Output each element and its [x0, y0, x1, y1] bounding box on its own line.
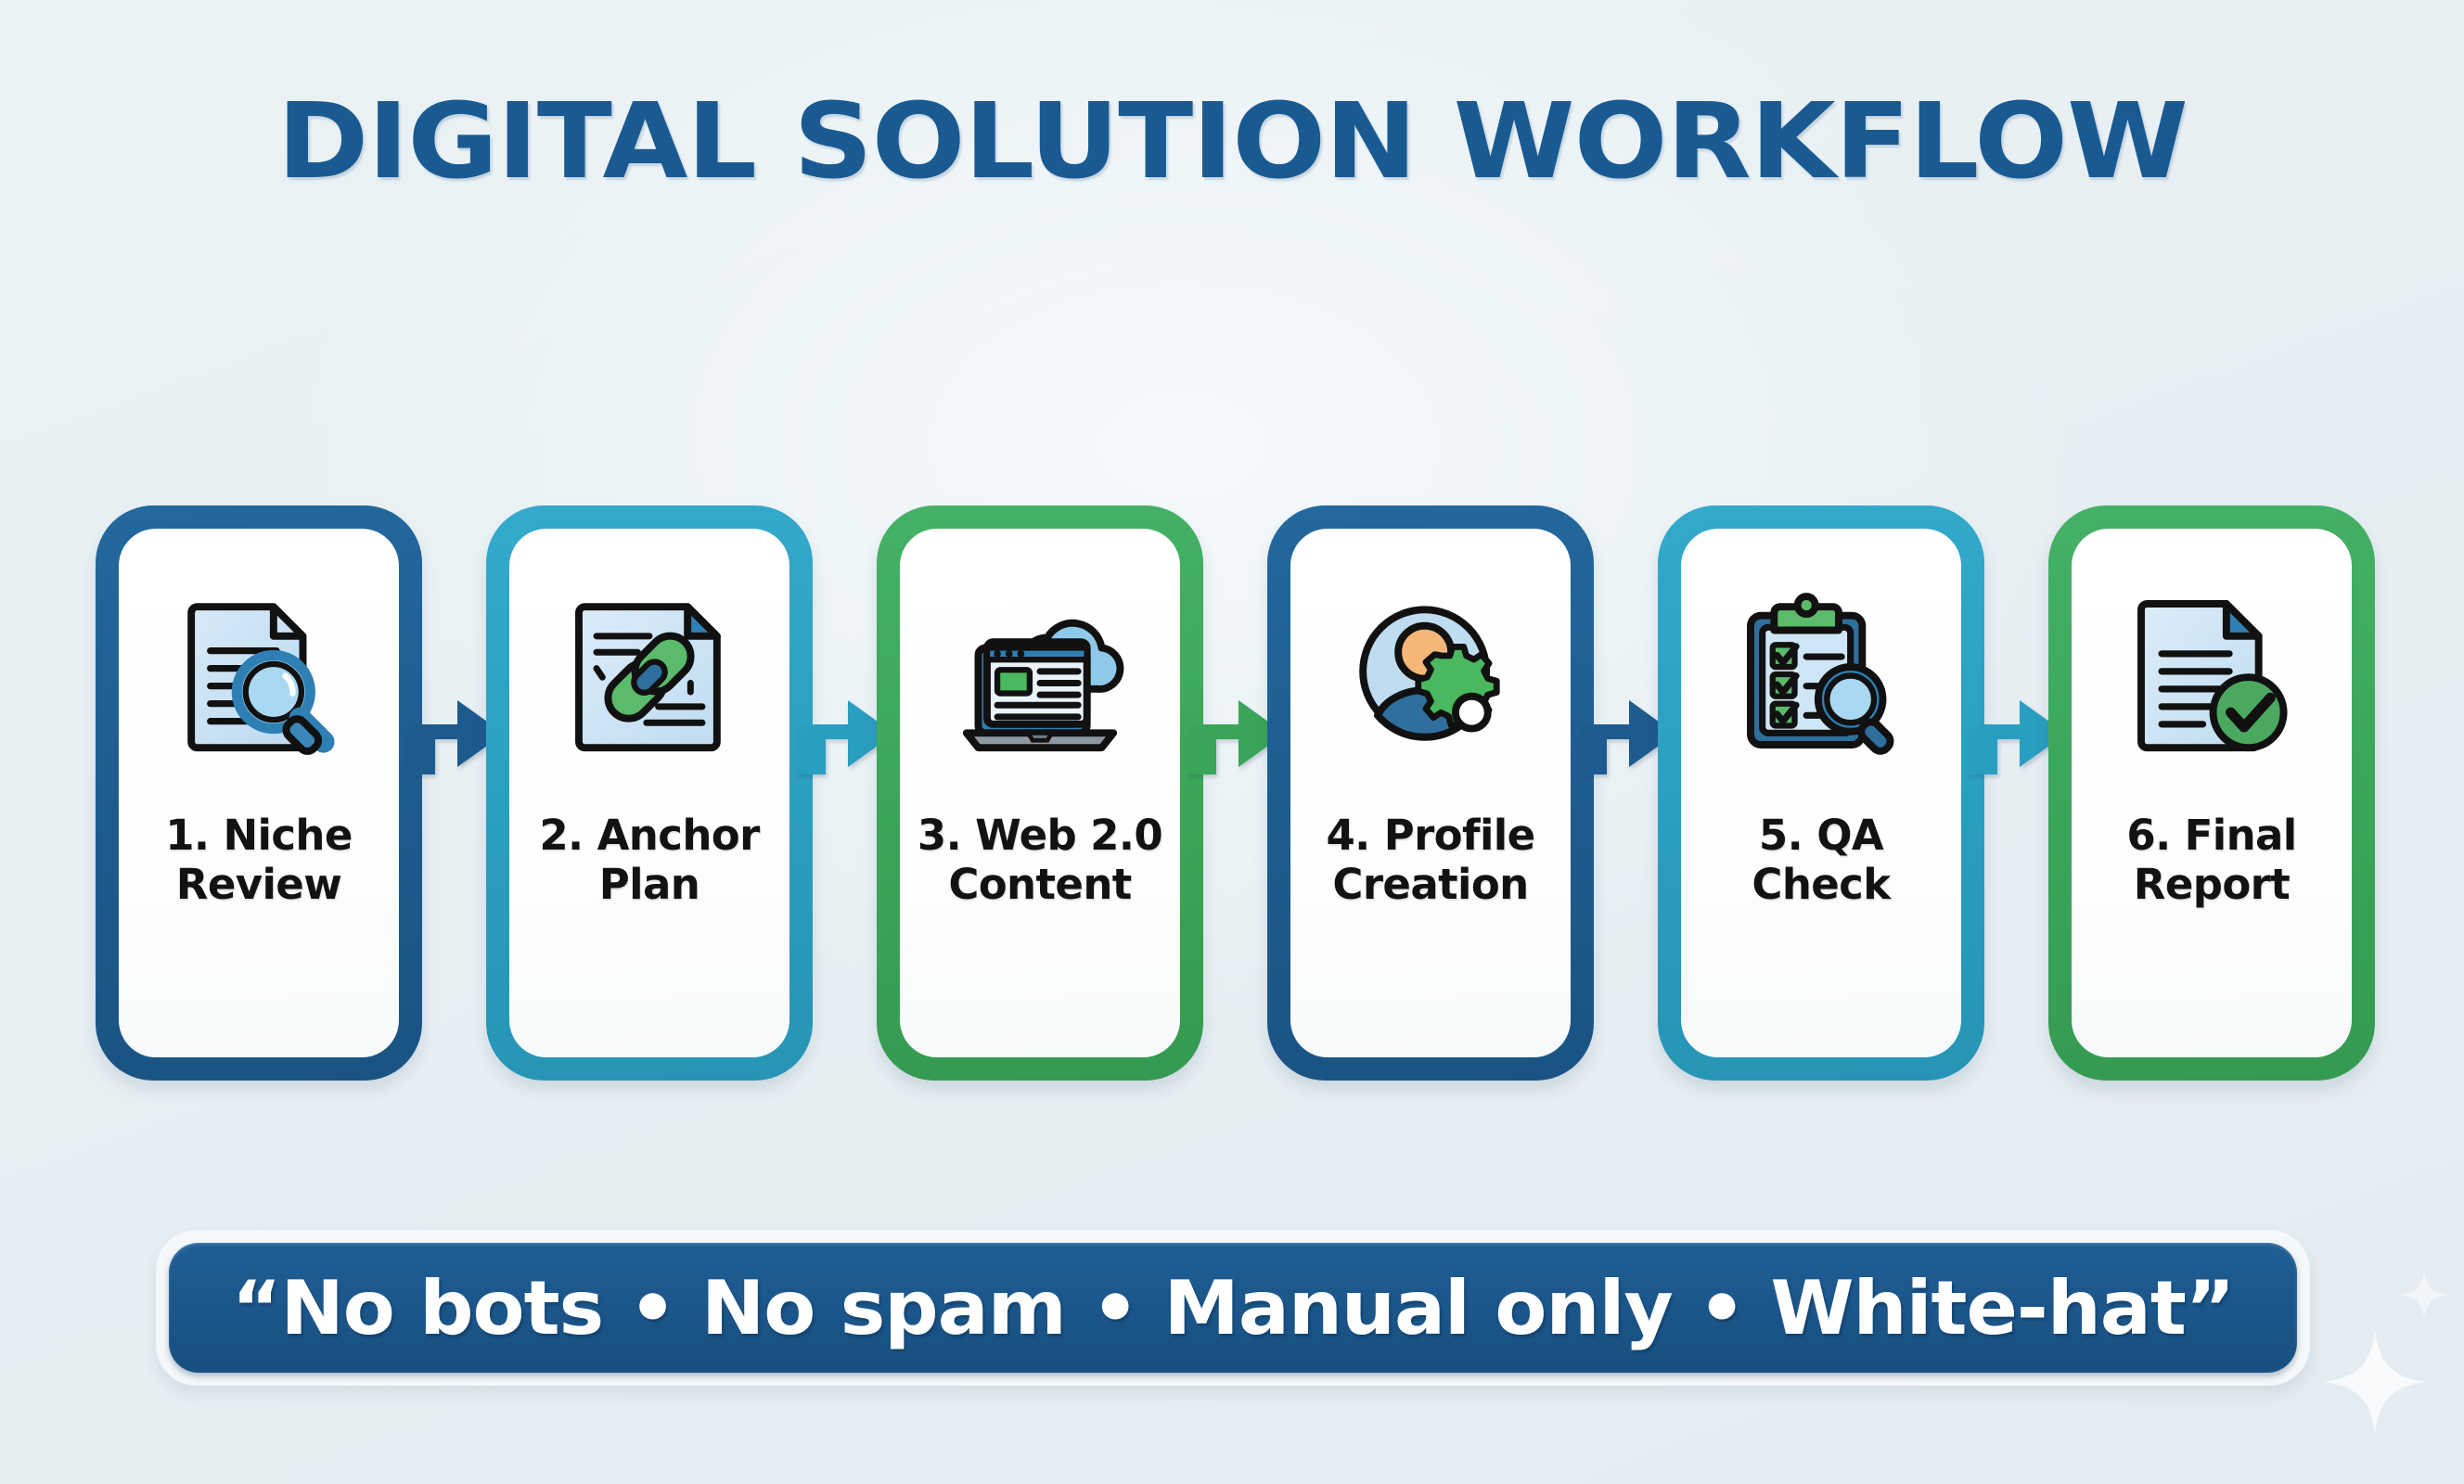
workflow-step-5-card: 5. QA Check — [1681, 529, 1961, 1057]
workflow-step-6-label-line2: Report — [2133, 860, 2291, 910]
workflow-steps-row: 1. Niche Review — [96, 505, 2375, 1081]
workflow-step-6-card: 6. Final Report — [2072, 529, 2352, 1057]
workflow-connector-3 — [1187, 505, 1285, 1081]
clipboard-checklist-magnifier-icon — [1733, 586, 1909, 762]
workflow-step-3-label-line1: 3. Web 2.0 — [917, 811, 1163, 860]
tagline-banner: “No bots • No spam • Manual only • White… — [169, 1243, 2297, 1373]
arrow-right-icon — [790, 678, 900, 789]
workflow-connector-1 — [405, 505, 504, 1081]
workflow-step-4-label-line2: Creation — [1332, 860, 1529, 910]
user-avatar-gear-icon — [1342, 586, 1519, 762]
workflow-step-1-label-line1: 1. Niche — [165, 811, 353, 860]
arrow-right-icon — [1962, 678, 2072, 789]
workflow-step-2-card: 2. Anchor Plan — [509, 529, 789, 1057]
workflow-step-3-label: 3. Web 2.0 Content — [910, 811, 1170, 909]
workflow-step-5-label: 5. QA Check — [1744, 811, 1897, 909]
workflow-step-4[interactable]: 4. Profile Creation — [1267, 505, 1594, 1081]
sparkle-icon — [2319, 1326, 2431, 1438]
arrow-right-icon — [400, 678, 509, 789]
workflow-step-3[interactable]: 3. Web 2.0 Content — [877, 505, 1203, 1081]
workflow-step-2-label-line1: 2. Anchor — [539, 811, 760, 860]
workflow-step-2-label: 2. Anchor Plan — [532, 811, 766, 909]
workflow-step-2[interactable]: 2. Anchor Plan — [486, 505, 813, 1081]
workflow-step-1-card: 1. Niche Review — [119, 529, 399, 1057]
workflow-step-2-label-line2: Plan — [598, 860, 700, 910]
workflow-step-6-label-line1: 6. Final — [2126, 811, 2297, 860]
laptop-cloud-icon — [952, 586, 1128, 762]
document-magnifier-icon — [171, 586, 347, 762]
workflow-step-5-label-line2: Check — [1752, 860, 1891, 910]
workflow-step-5[interactable]: 5. QA Check — [1658, 505, 1984, 1081]
workflow-step-6[interactable]: 6. Final Report — [2048, 505, 2375, 1081]
page-title-container: DIGITAL SOLUTION WORKFLOW — [0, 82, 2464, 202]
document-chain-link-icon — [561, 586, 738, 762]
workflow-step-3-card: 3. Web 2.0 Content — [900, 529, 1180, 1057]
workflow-step-5-label-line1: 5. QA — [1758, 811, 1884, 860]
workflow-step-4-label: 4. Profile Creation — [1318, 811, 1542, 909]
workflow-step-3-label-line2: Content — [948, 860, 1132, 910]
arrow-right-icon — [1572, 678, 1681, 789]
tagline-banner-frame: “No bots • No spam • Manual only • White… — [156, 1230, 2310, 1386]
workflow-step-6-label: 6. Final Report — [2119, 811, 2304, 909]
sparkle-icon — [2398, 1269, 2450, 1321]
workflow-step-4-label-line1: 4. Profile — [1326, 811, 1535, 860]
workflow-step-1[interactable]: 1. Niche Review — [96, 505, 422, 1081]
workflow-step-4-card: 4. Profile Creation — [1290, 529, 1571, 1057]
tagline-text: “No bots • No spam • Manual only • White… — [231, 1264, 2236, 1351]
workflow-step-1-label-line2: Review — [175, 860, 342, 910]
document-check-circle-icon — [2124, 586, 2300, 762]
workflow-connector-4 — [1577, 505, 1675, 1081]
workflow-step-1-label: 1. Niche Review — [158, 811, 360, 909]
page-title: DIGITAL SOLUTION WORKFLOW — [276, 82, 2188, 202]
workflow-connector-2 — [796, 505, 894, 1081]
workflow-connector-5 — [1968, 505, 2066, 1081]
arrow-right-icon — [1181, 678, 1290, 789]
